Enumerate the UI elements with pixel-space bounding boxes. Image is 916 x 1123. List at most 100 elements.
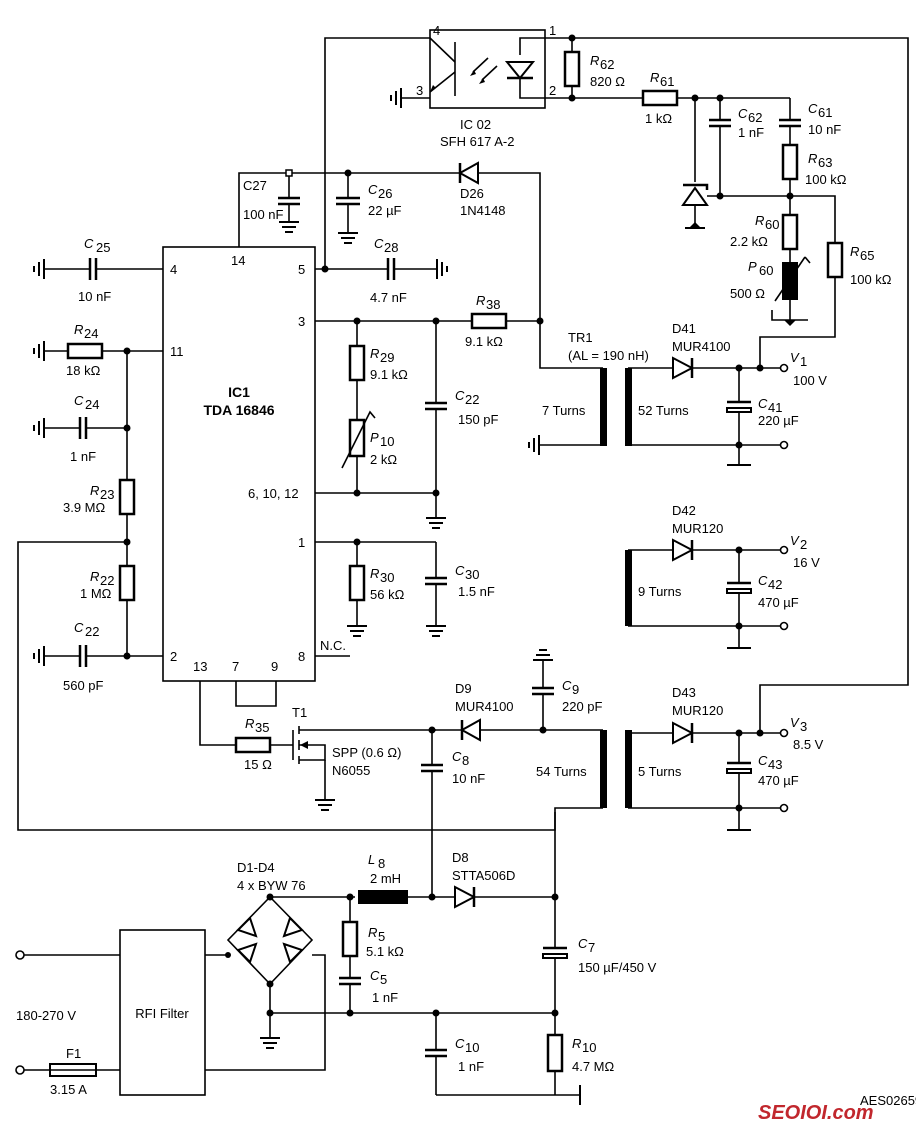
v2-value: 16 V [793, 555, 820, 570]
r22-resistor [118, 564, 136, 602]
r35-resistor [234, 736, 272, 754]
r63-value: 100 kΩ [805, 172, 847, 187]
r5-resistor [341, 920, 359, 958]
v3-terminal [779, 728, 789, 738]
d41-label: D41 [672, 321, 696, 336]
r63-label: R [808, 151, 817, 166]
d41-diode [672, 356, 695, 380]
svg-text:7: 7 [588, 940, 595, 955]
ic1-pin9: 9 [271, 659, 278, 674]
d1-d4-label: D1-D4 [237, 860, 275, 875]
ground-symbol [338, 232, 358, 244]
c27-label: C27 [243, 178, 267, 193]
r29-resistor [348, 344, 366, 382]
p60-value: 500 Ω [730, 286, 765, 301]
r62-resistor [563, 50, 581, 88]
d41-value: MUR4100 [672, 339, 731, 354]
r29-label: R [370, 346, 379, 361]
ic02-pin3: 3 [416, 83, 423, 98]
svg-text:42: 42 [768, 577, 782, 592]
tr1-value: (AL = 190 nH) [568, 348, 649, 363]
ic02-part: SFH 617 A-2 [440, 134, 514, 149]
c7-label: C [578, 936, 588, 951]
c43-label: C [758, 753, 768, 768]
c22b-value: 150 pF [458, 412, 499, 427]
c26-value: 22 µF [368, 203, 402, 218]
svg-text:22: 22 [465, 392, 479, 407]
c24-label: C [74, 393, 84, 408]
r61-label: R [650, 70, 659, 85]
ground-symbol [390, 88, 402, 108]
ic1-pin11: 11 [170, 344, 184, 359]
c8-label: C [452, 749, 462, 764]
ic1-pin7: 7 [232, 659, 239, 674]
v1-value: 100 V [793, 373, 827, 388]
ground-symbol [33, 341, 45, 361]
tr1-winding-7-turns [600, 368, 607, 446]
svg-text:30: 30 [380, 570, 394, 585]
f1-value: 3.15 A [50, 1082, 87, 1097]
r5-label: R [368, 925, 377, 940]
ic02-pin1: 1 [549, 23, 556, 38]
ic1-name: IC1 [228, 384, 250, 400]
ic1-pin6-10-12: 6, 10, 12 [248, 486, 299, 501]
pin7-9-link [235, 681, 277, 707]
svg-text:8: 8 [378, 856, 385, 871]
c25-value: 10 nF [78, 289, 111, 304]
ic1-pin2: 2 [170, 649, 177, 664]
ground-symbol [260, 1037, 280, 1049]
r60-label: R [755, 213, 764, 228]
c10-label: C [455, 1036, 465, 1051]
c26-label: C [368, 182, 378, 197]
c42-label: C [758, 573, 768, 588]
r24-label: R [74, 322, 83, 337]
svg-text:10: 10 [380, 434, 394, 449]
l8-label: L [368, 852, 375, 867]
ground-symbol [33, 418, 45, 438]
svg-text:3: 3 [800, 719, 807, 734]
v2-terminal [779, 545, 789, 555]
r23-resistor [118, 478, 136, 516]
winding-7-turns: 7 Turns [542, 403, 586, 418]
c41-value: 220 µF [758, 413, 799, 428]
d26-diode [457, 161, 479, 185]
ic02-pin4: 4 [433, 23, 440, 38]
watermark: SEOIOI.com [758, 1102, 874, 1123]
ic02-name: IC 02 [460, 117, 491, 132]
c9-value: 220 pF [562, 699, 603, 714]
svg-text:25: 25 [96, 240, 110, 255]
r30-resistor [348, 564, 366, 602]
c28-value: 4.7 nF [370, 290, 407, 305]
r65-resistor [826, 241, 844, 279]
figure-code: AES02659 [860, 1093, 916, 1108]
svg-text:22: 22 [85, 624, 99, 639]
l8-value: 2 mH [370, 871, 401, 886]
ground-symbol [347, 625, 367, 637]
svg-text:26: 26 [378, 186, 392, 201]
ground-symbol [436, 259, 448, 279]
r5-value: 5.1 kΩ [366, 944, 404, 959]
d9-diode [459, 718, 481, 742]
r24-value: 18 kΩ [66, 363, 101, 378]
d8-diode [454, 885, 477, 909]
svg-text:38: 38 [486, 297, 500, 312]
svg-text:65: 65 [860, 248, 874, 263]
p60-label: P [748, 259, 757, 274]
ground-symbol [528, 435, 540, 455]
d1-d4-bridge [226, 895, 314, 986]
ic1-pin1: 1 [298, 535, 305, 550]
svg-text:5: 5 [378, 929, 385, 944]
ground-symbol [33, 259, 45, 279]
d42-diode [672, 538, 695, 562]
d1-d4-value: 4 x BYW 76 [237, 878, 306, 893]
svg-text:41: 41 [768, 400, 782, 415]
r23-label: R [90, 483, 99, 498]
r22-value: 1 MΩ [80, 586, 112, 601]
svg-text:61: 61 [660, 74, 674, 89]
rfi-filter-block [119, 929, 206, 1096]
c22a-label: C [74, 620, 84, 635]
c61-label: C [808, 101, 818, 116]
d43-value: MUR120 [672, 703, 723, 718]
ground-symbol [315, 799, 335, 811]
tr1-winding-5-turns [625, 730, 632, 808]
